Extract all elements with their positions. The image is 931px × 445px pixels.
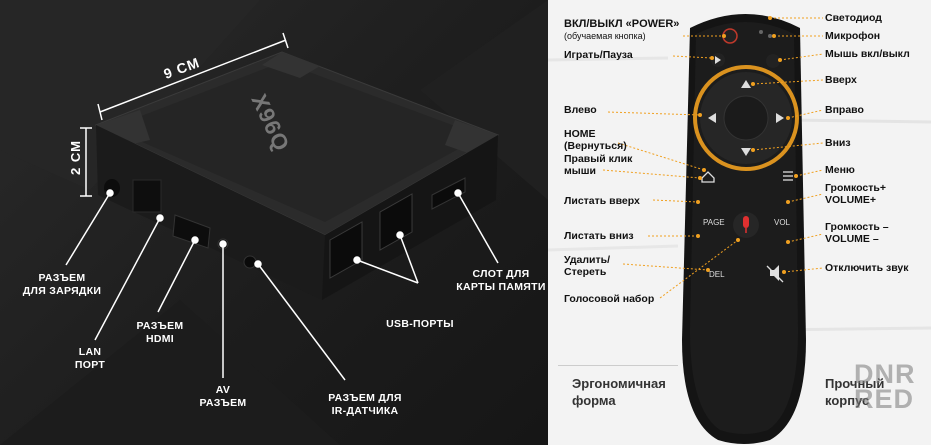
remote-panel: PAGE VOL DEL ВКЛ/ВЫКЛ «POWER» (обучаемая… [548, 0, 931, 445]
page-button-label: PAGE [703, 218, 725, 227]
ergonomic-label: Эргономичная форма [572, 376, 666, 408]
durable-label: Прочный корпус [825, 376, 885, 408]
av-port-label: AV РАЗЪЕМ [199, 384, 247, 409]
led-label: Светодиод [825, 12, 882, 24]
mouse-label: Мышь вкл/выкл [825, 48, 910, 60]
remote-illustration [548, 14, 931, 444]
scroll-down-label: Листать вниз [564, 230, 634, 242]
home-label: HOME (Вернуться) [564, 128, 627, 152]
callout-lines [65, 189, 499, 381]
tv-box-panel: X96Q 9 СМ 2 СМ РАЗЪЕМ ДЛЯ ЗАРЯДКИ LAN ПО… [0, 0, 548, 445]
hdmi-port-label: РАЗЪЕМ HDMI [136, 320, 184, 345]
charge-port-label: РАЗЪЕМ ДЛЯ ЗАРЯДКИ [22, 272, 102, 297]
ir-port-label: РАЗЪЕМ ДЛЯ IR-ДАТЧИКА [328, 392, 402, 417]
left-label: Влево [564, 104, 597, 116]
mute-label: Отключить звук [825, 262, 909, 274]
usb-ports-label: USB-ПОРТЫ [386, 318, 454, 330]
width-dimension-line [99, 39, 287, 113]
vol-button-label: VOL [774, 218, 791, 227]
tv-box-illustration [0, 0, 500, 381]
power-sublabel: (обучаемая кнопка) [564, 31, 646, 41]
height-dimension: 2 СМ [67, 140, 83, 175]
vol-down-label: Громкость – VOLUME – [825, 221, 889, 245]
menu-label: Меню [825, 164, 855, 176]
right-click-label: Правый клик мыши [564, 153, 633, 177]
play-pause-label: Играть/Пауза [564, 49, 633, 61]
remote-callouts [602, 17, 824, 299]
up-label: Вверх [825, 74, 857, 86]
lan-port-label: LAN ПОРТ [74, 346, 106, 371]
mic-label: Микрофон [825, 30, 881, 42]
del-button-label: DEL [709, 270, 725, 279]
down-label: Вниз [825, 137, 851, 149]
watermark: DNR RED [854, 359, 916, 414]
right-label: Вправо [825, 104, 864, 116]
delete-label: Удалить/ Стереть [564, 254, 611, 278]
scroll-up-label: Листать вверх [564, 195, 640, 207]
power-label: ВКЛ/ВЫКЛ «POWER» [564, 18, 680, 30]
memory-card-slot-label: СЛОТ ДЛЯ КАРТЫ ПАМЯТИ [456, 268, 546, 293]
voice-label: Голосовой набор [564, 293, 655, 305]
vol-up-label: Громкость+ VOLUME+ [825, 182, 886, 206]
